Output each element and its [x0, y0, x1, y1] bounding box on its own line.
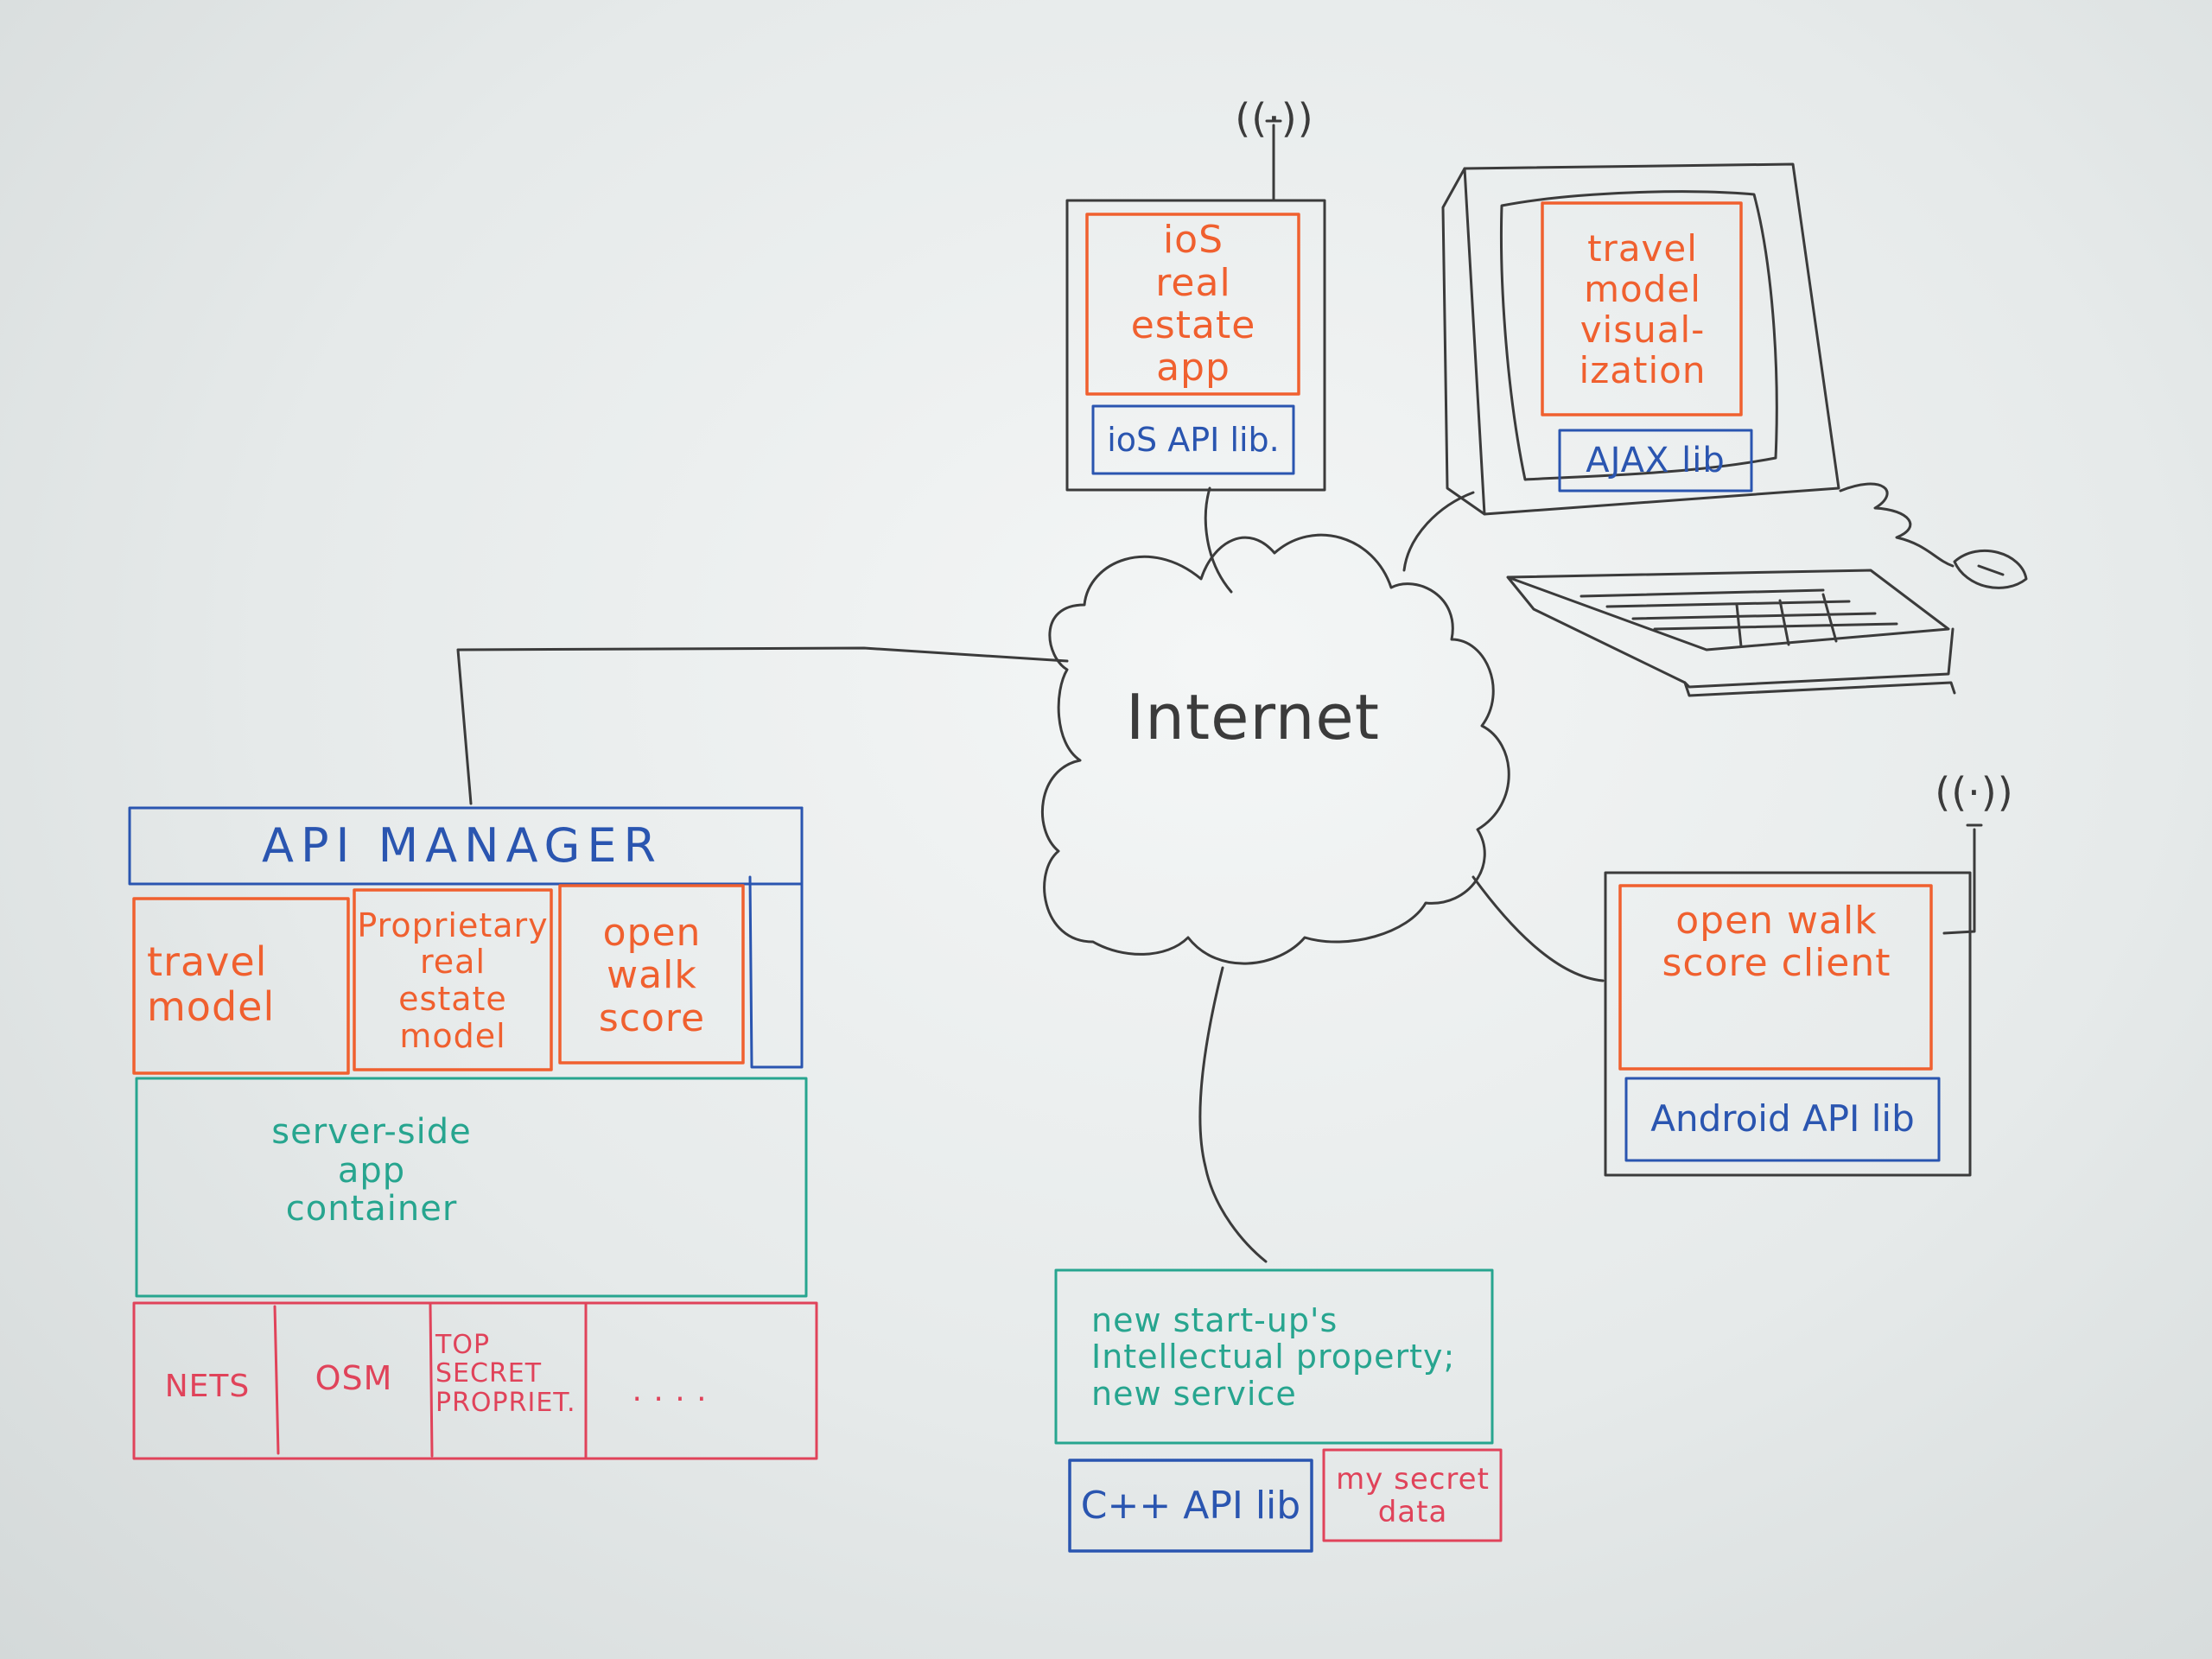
container-box	[135, 1077, 808, 1298]
android-antenna	[1942, 823, 1983, 935]
link-android-phone	[1471, 875, 1605, 982]
ios-antenna-signal: ((·))	[1235, 95, 1314, 143]
desktop-app-box	[1541, 201, 1743, 416]
internet-cloud	[1040, 533, 1510, 965]
startup-service-box	[1054, 1268, 1494, 1445]
desktop-lib-box	[1558, 429, 1753, 493]
desktop-base	[1683, 681, 1956, 697]
data-sources-box	[132, 1301, 818, 1460]
ios-phone-body	[1065, 199, 1326, 492]
cpp-api-lib: C++ API lib	[1080, 1484, 1301, 1529]
api-manager-title: API MANAGER	[262, 817, 663, 873]
ios-api-lib: ioS API lib.	[1107, 420, 1280, 459]
android-api-lib: Android API lib	[1650, 1097, 1915, 1141]
ios-real-estate-app: ioS real estate app	[1130, 218, 1256, 391]
data-source-top-secret: TOP SECRET PROPRIET.	[435, 1329, 576, 1418]
api-manager-frame	[748, 806, 804, 1069]
desktop-screen	[1499, 190, 1778, 481]
link-ios-phone	[1204, 486, 1233, 594]
link-startup	[1198, 966, 1268, 1263]
data-source-more: . . . .	[632, 1372, 708, 1408]
android-lib-box	[1624, 1077, 1941, 1162]
desktop-mouse	[1953, 549, 2028, 589]
startup-new-service: new start-up's Intellectual property; ne…	[1091, 1300, 1456, 1413]
open-walk-score-client: open walk score client	[1662, 898, 1891, 985]
ios-lib-box	[1091, 404, 1295, 475]
data-source-osm: OSM	[315, 1358, 393, 1397]
ios-antenna	[1265, 119, 1282, 202]
module-box-travel-model	[132, 897, 350, 1075]
data-sources-dividers	[273, 1303, 588, 1460]
android-app-box	[1618, 884, 1933, 1071]
my-secret-data: my secret data	[1336, 1461, 1490, 1529]
desktop-monitor	[1441, 162, 1840, 516]
android-antenna-signal: ((·))	[1935, 769, 2014, 817]
link-desktop	[1402, 491, 1475, 572]
module-box-walk-score	[558, 884, 745, 1065]
module-box-proprietary	[353, 888, 553, 1071]
module-travel-model: travel model	[147, 938, 276, 1030]
travel-model-visualization: travel model visual- ization	[1579, 226, 1707, 392]
module-open-walk-score: open walk score	[598, 911, 706, 1040]
android-phone-body	[1604, 871, 1972, 1177]
ajax-lib: AJAX lib	[1586, 440, 1726, 480]
startup-lib-box	[1068, 1459, 1313, 1553]
data-source-nets: NETS	[164, 1368, 251, 1404]
module-proprietary-real-estate-model: Proprietary real estate model	[357, 906, 549, 1055]
startup-data-box	[1322, 1448, 1503, 1542]
internet-label: Internet	[1126, 680, 1380, 753]
server-side-app-container: server-side app container	[271, 1111, 472, 1230]
desktop-keyboard	[1506, 569, 1955, 689]
mouse-cable	[1839, 482, 1955, 568]
ios-app-box	[1085, 213, 1300, 396]
link-api-manager	[456, 646, 1069, 805]
